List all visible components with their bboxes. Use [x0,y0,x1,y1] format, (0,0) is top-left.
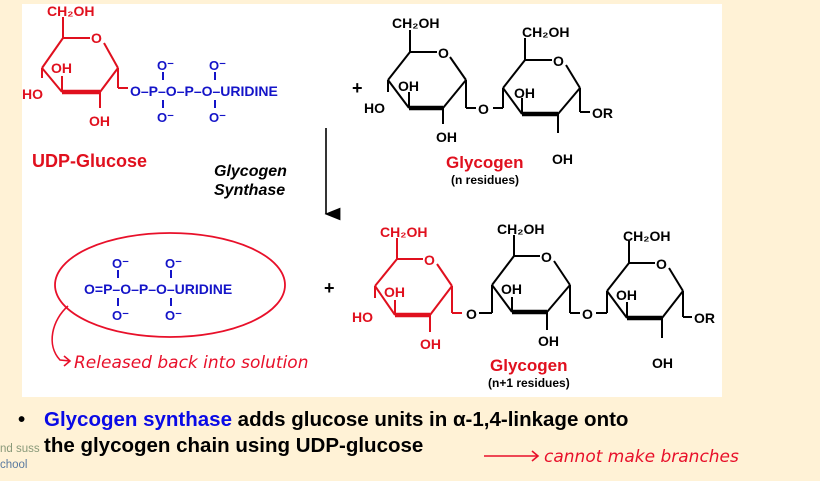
released-note: Released back into solution [74,353,308,373]
ring-oxygen-label: O [656,256,667,272]
oh-label: OH [538,333,559,349]
oh-label: OH [89,113,110,129]
glycogen-residues-top: (n residues) [451,173,519,187]
oh-label: OH [436,129,457,145]
oh-label: OH [398,78,419,94]
udp-released: O=P–O–P–O–URIDINE O⁻ O⁻ O⁻ O⁻ [84,256,232,323]
o-minus: O⁻ [112,256,129,271]
oh-label: OH [552,151,573,167]
ho-label: HO [22,86,43,102]
ring-oxygen-label: O [541,249,552,265]
bridge-oxygen-label: O [478,101,489,117]
ch2oh-label: CH₂OH [47,3,94,19]
bullet-text: • Glycogen synthase adds glucose units in… [18,407,628,459]
plus-sign: + [324,278,335,298]
glycogen-label-top: Glycogen [446,153,523,172]
ring-oxygen-label: O [438,45,449,61]
or-label: OR [694,310,715,326]
diagram-panel [22,4,722,397]
udp-glucose-ring [41,17,128,108]
footer-text-2: chool [0,459,28,471]
ho-label: HO [364,100,385,116]
ring-oxygen-label: O [553,53,564,69]
phosphate-chain: O=P–O–P–O–URIDINE [84,281,232,297]
glycogen-label-bottom: Glycogen [490,356,567,375]
bullet-line-1: • Glycogen synthase adds glucose units in… [18,407,628,433]
handwritten-hook-arrow [51,305,72,367]
o-minus: O⁻ [157,110,174,125]
o-minus: O⁻ [157,58,174,73]
handwritten-circle [54,232,286,338]
glycogen-ring-2 [502,38,590,133]
udp-glucose-label: UDP-Glucose [32,151,147,171]
oh-label: OH [384,284,405,300]
footer-text-1: nd suss [0,443,40,455]
oh-label: OH [420,336,441,352]
udp-phosphate-top: O–P–O–P–O–URIDINE O⁻ O⁻ O⁻ O⁻ [130,58,278,125]
ch2oh-label: CH₂OH [497,221,544,237]
oh-label: OH [51,60,72,76]
bullet-dot: • [18,408,26,431]
or-label: OR [592,105,613,121]
bullet-rest: adds glucose units in α-1,4-linkage onto [231,408,629,431]
o-minus: O⁻ [209,58,226,73]
enzyme-label-line2: Synthase [214,182,285,199]
glycogen-residues-bottom: (n+1 residues) [488,376,570,390]
bullet-line2-text: the glycogen chain using UDP-glucose [44,434,424,457]
o-minus: O⁻ [165,308,182,323]
phosphate-chain: O–P–O–P–O–URIDINE [130,83,278,99]
o-minus: O⁻ [209,110,226,125]
oh-label: OH [616,287,637,303]
o-minus: O⁻ [112,308,129,323]
oh-label: OH [501,281,522,297]
glycogen-ring-1 [387,30,503,124]
new-glucose-ring [374,238,462,332]
handwritten-arrow [484,450,540,462]
ch2oh-label: CH₂OH [380,224,427,240]
ring-oxygen-label: O [91,30,102,46]
bullet-highlight: Glycogen synthase [44,408,232,431]
ch2oh-label: CH₂OH [623,228,670,244]
ch2oh-label: CH₂OH [392,15,439,31]
bridge-oxygen-label: O [582,306,593,322]
bullet-line-2: the glycogen chain using UDP-glucose [18,433,628,459]
bridge-oxygen-label: O [466,306,477,322]
o-minus: O⁻ [165,256,182,271]
ch2oh-label: CH₂OH [522,24,569,40]
oh-label: OH [652,355,673,371]
enzyme-label-line1: Glycogen [214,163,287,180]
cannot-branch-note: cannot make branches [544,447,739,467]
ring-oxygen-label: O [424,252,435,268]
glycogen-ring-bottom-2 [606,241,692,338]
glycogen-ring-bottom-1 [479,235,607,330]
ho-label: HO [352,309,373,325]
oh-label: OH [514,85,535,101]
plus-sign: + [352,78,363,98]
